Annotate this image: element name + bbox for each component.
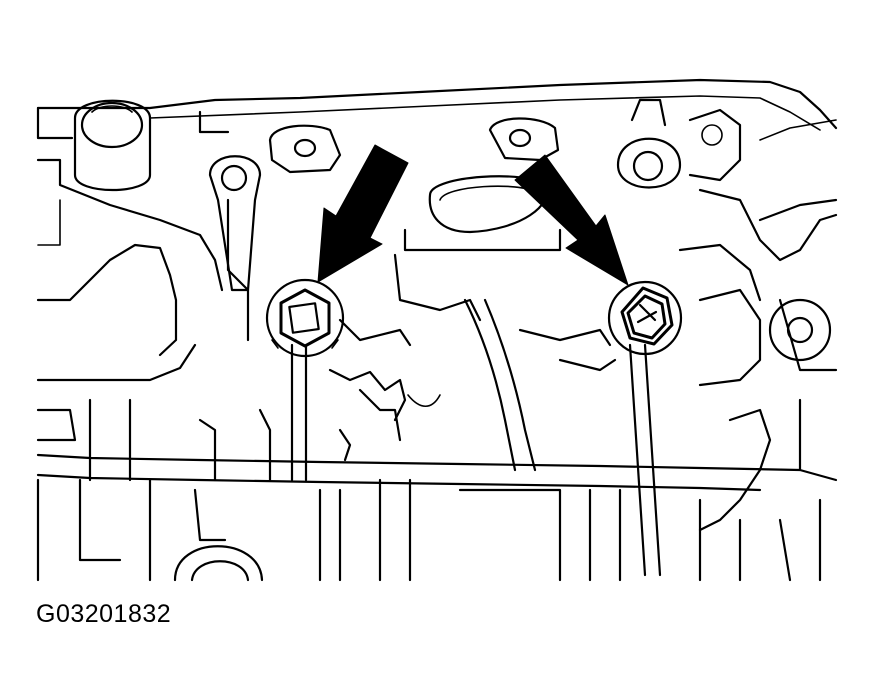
right-upper-boss <box>616 98 742 189</box>
lower-section <box>36 478 822 582</box>
right-lower-boss <box>768 298 832 362</box>
right-bolt-arrow-icon <box>514 154 629 286</box>
left-mounting-lug <box>208 155 262 292</box>
left-boss <box>73 99 152 191</box>
transmission-housing-illustration <box>36 78 838 582</box>
left-body-contour <box>36 158 250 382</box>
upper-flange <box>268 117 562 252</box>
housing-top-edge <box>36 78 838 141</box>
right-bolt-icon <box>607 280 683 356</box>
horizontal-ribs <box>36 398 802 492</box>
left-bolt-icon <box>265 278 345 358</box>
central-structures <box>328 253 617 472</box>
vertical-rods <box>290 343 662 577</box>
right-body-contour <box>678 188 838 532</box>
figure-code: G03201832 <box>36 600 172 628</box>
left-bolt-arrow-icon <box>317 144 409 283</box>
